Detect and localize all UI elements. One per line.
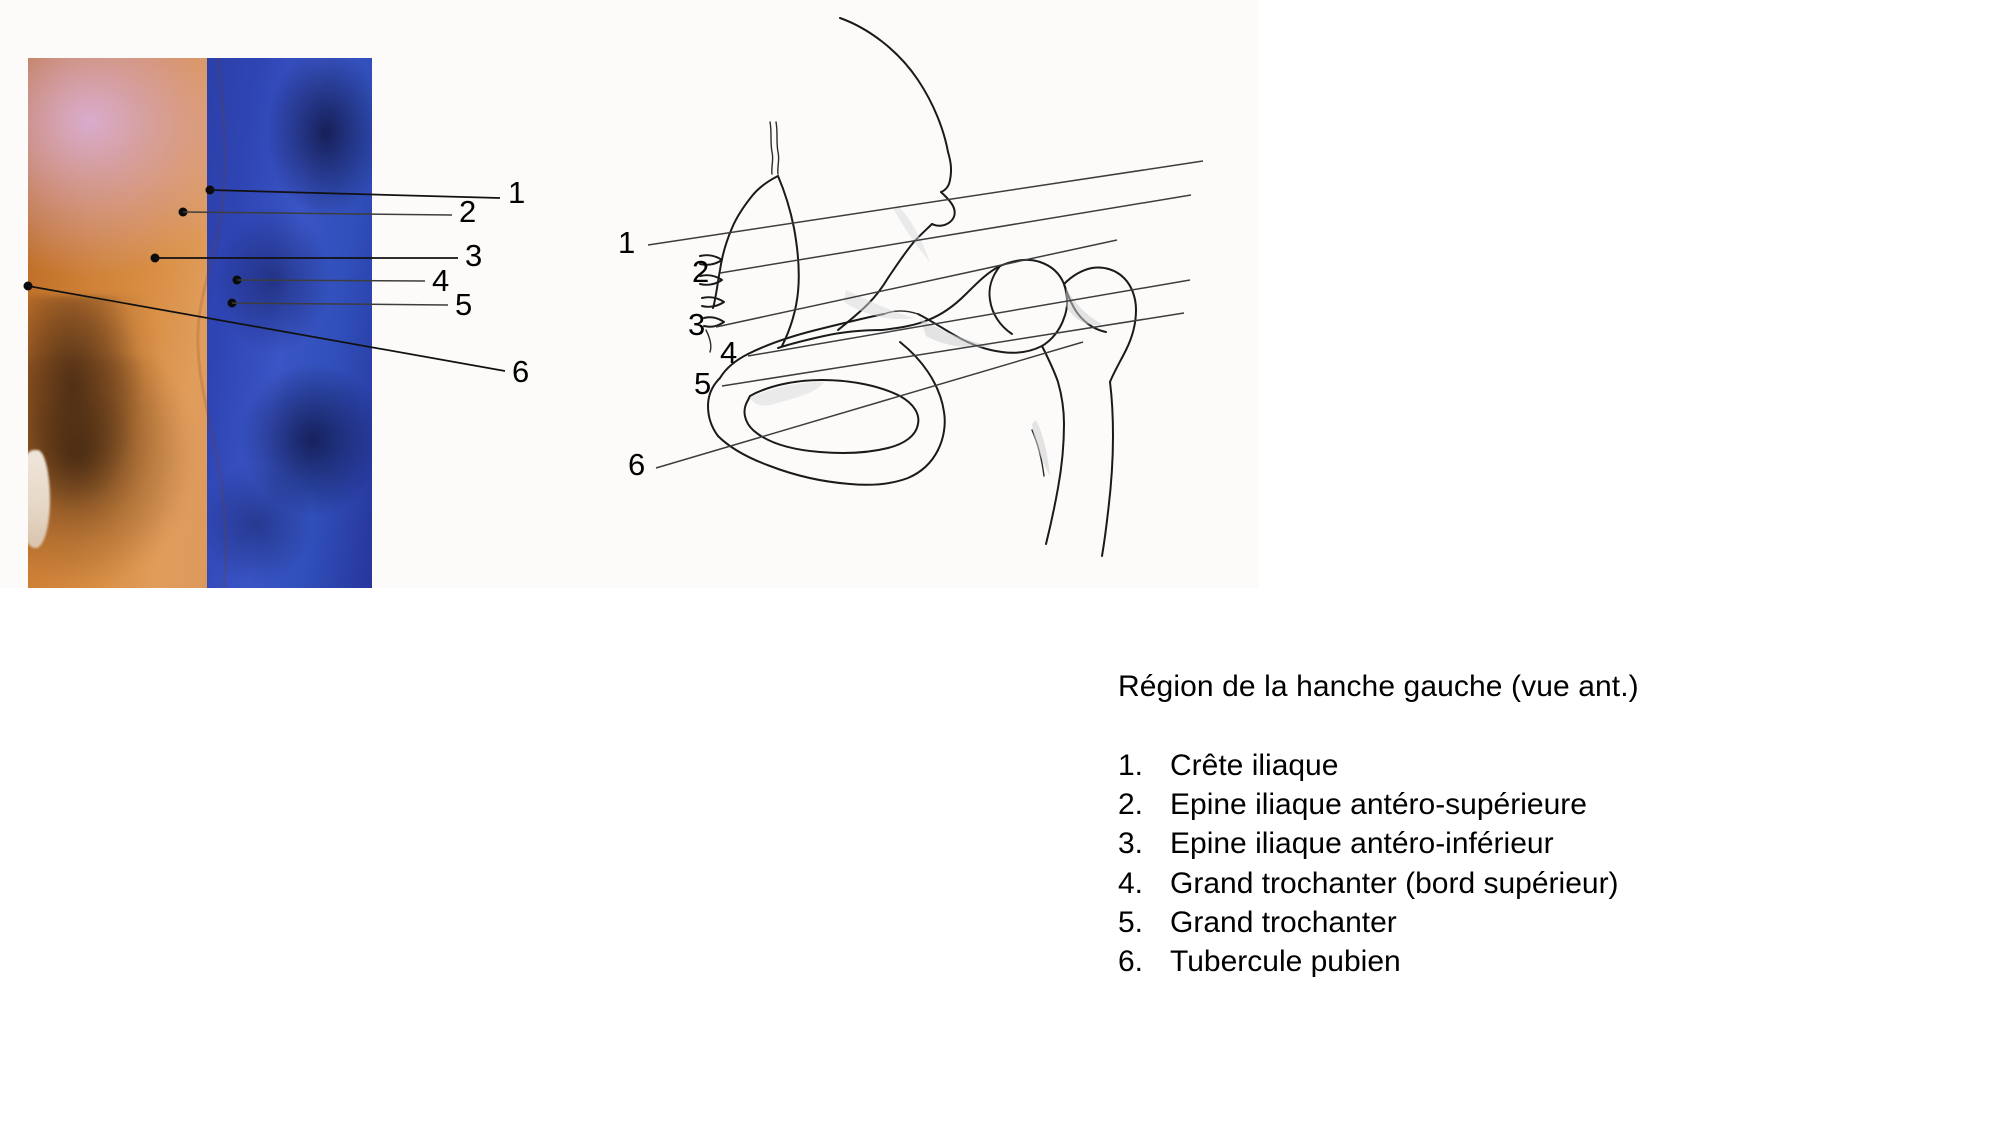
sacrum-lateral-border: [712, 175, 779, 309]
skin-fold-highlight: [28, 450, 50, 548]
hip-photograph: [28, 58, 372, 588]
legend-index-2: 2.: [1118, 787, 1144, 821]
vertebral-squiggle-2: [775, 121, 780, 175]
hip-bone-drawing: [600, 0, 1258, 588]
legend-block: Région de la hanche gauche (vue ant.) 1.…: [1118, 668, 1918, 982]
legend-label-4: Grand trochanter (bord supérieur): [1170, 866, 1619, 900]
sacrum-medial-border: [777, 175, 800, 347]
legend-label-5: Grand trochanter: [1170, 906, 1397, 940]
femoral-neck-inferior: [1041, 345, 1065, 425]
hip-bone-illustration: [699, 17, 1137, 557]
intertrochanteric-shading: [1032, 420, 1050, 476]
legend-index-3: 3.: [1118, 827, 1144, 861]
femur-shaft-medial: [1045, 423, 1065, 545]
superior-pubic-ramus-top: [747, 313, 885, 355]
pubic-hair-region-lower: [28, 358, 218, 588]
acetabular-rim-lateral: [999, 258, 1065, 285]
inferior-pubic-ramus: [717, 435, 851, 485]
vertebral-squiggle-1: [769, 121, 774, 175]
vertebra-notch-1: [699, 254, 723, 266]
legend-label-3: Epine iliaque antéro-inférieur: [1170, 827, 1554, 861]
ischial-ramus: [849, 449, 939, 486]
acetabular-rim-inferior: [1041, 283, 1068, 347]
pelvic-brim: [777, 329, 883, 349]
acetabulum-shading: [920, 318, 992, 348]
legend-item-4: 4. Grand trochanter (bord supérieur): [1118, 864, 1918, 903]
legend-item-1: 1. Crête iliaque: [1118, 746, 1918, 785]
pubic-tubercle-edge: [719, 353, 749, 379]
obturator-shading: [750, 382, 824, 406]
legend-label-6: Tubercule pubien: [1170, 945, 1401, 979]
legend-label-1: Crête iliaque: [1170, 748, 1339, 782]
legend-title: Région de la hanche gauche (vue ant.): [1118, 670, 1639, 703]
vertebra-tail: [705, 329, 712, 353]
legend-index-1: 1.: [1118, 748, 1144, 782]
legend-item-6: 6. Tubercule pubien: [1118, 942, 1918, 981]
legend-label-2: Epine iliaque antéro-supérieure: [1170, 787, 1587, 821]
vertebra-notch-4: [703, 316, 725, 328]
femur-shaft-lateral: [1101, 381, 1114, 557]
pubic-body-left: [707, 377, 721, 437]
greater-trochanter-lateral: [1109, 309, 1137, 383]
ischium-body: [899, 341, 946, 451]
legend-item-2: 2. Epine iliaque antéro-supérieure: [1118, 785, 1918, 824]
legend-list: 1. Crête iliaque 2. Epine iliaque antéro…: [1118, 746, 1918, 982]
trochanter-shading: [1066, 288, 1102, 326]
legend-index-6: 6.: [1118, 945, 1144, 979]
legend-index-5: 5.: [1118, 906, 1144, 940]
legend-item-3: 3. Epine iliaque antéro-inférieur: [1118, 824, 1918, 863]
legend-item-5: 5. Grand trochanter: [1118, 903, 1918, 942]
iliac-crest-posterior: [940, 151, 953, 193]
iliac-crest-arc: [839, 17, 949, 153]
femoral-head-contour: [988, 265, 1013, 335]
legend-index-4: 4.: [1118, 866, 1144, 900]
